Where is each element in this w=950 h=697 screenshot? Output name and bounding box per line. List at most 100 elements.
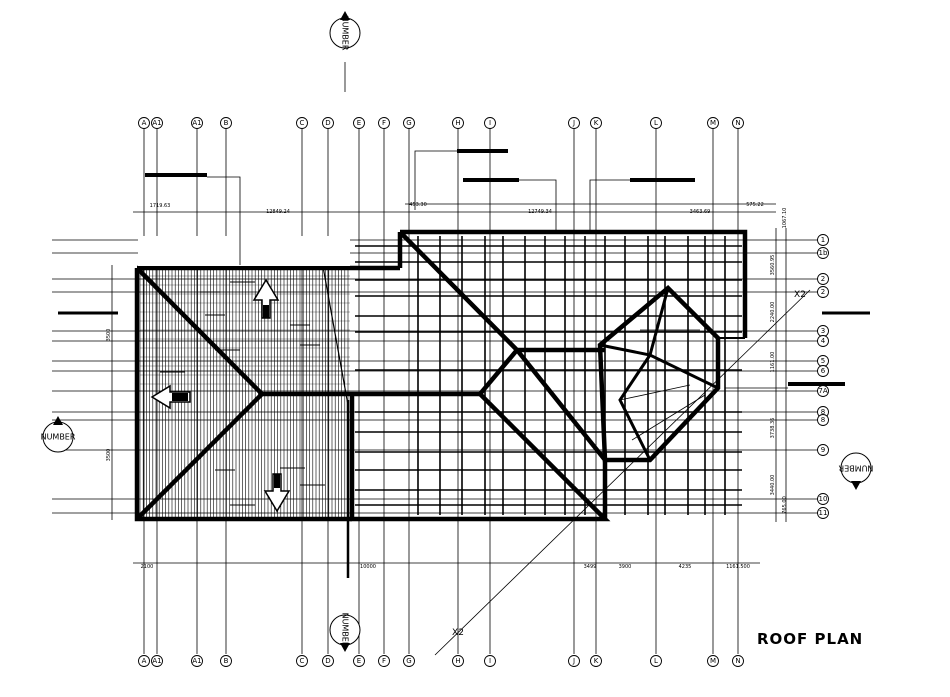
dim-bottom-3: 3499	[584, 564, 597, 570]
grid-column-label: B	[224, 657, 229, 665]
grid-column-bubble	[403, 655, 415, 667]
dimension-line-right: 1067.10 3560.95 2240.00 1161.00 3738.36 …	[770, 208, 788, 522]
grid-lines	[52, 129, 820, 654]
grid-row-bubble	[817, 335, 829, 347]
grid-column-bubble	[220, 117, 232, 129]
grid-row-bubble	[817, 365, 829, 377]
grid-column-bubble	[353, 655, 365, 667]
grid-column-label: L	[654, 657, 658, 665]
section-cut-lines: X2 X2	[58, 62, 870, 656]
grid-column-bubble	[296, 117, 308, 129]
section-marker-bottom: NUMBER	[329, 613, 361, 652]
grid-column-bubble	[650, 117, 662, 129]
dim-top-3: 453.30	[409, 202, 427, 208]
dim-right-5: 3738.36	[770, 418, 776, 439]
grid-row-label: 11	[819, 509, 828, 517]
grid-column-bubble	[452, 117, 464, 129]
grid-column-label: C	[300, 657, 305, 665]
grid-column-bubble	[151, 655, 163, 667]
dim-top-4: 12749.34	[528, 209, 552, 215]
section-marker-left: NUMBER	[41, 416, 76, 453]
grid-column-bubble	[590, 655, 602, 667]
grid-column-bubble	[484, 117, 496, 129]
dim-right-7: 765.00	[782, 496, 788, 514]
annotation-leaders	[207, 150, 788, 389]
grid-column-label: E	[357, 119, 361, 127]
dim-right-3: 2240.00	[770, 302, 776, 323]
grid-column-label: J	[572, 119, 575, 127]
grid-row-label: 4	[821, 337, 826, 345]
dim-top-5: 3463.69	[690, 209, 711, 215]
grid-column-label: A1	[152, 657, 161, 665]
section-marker-right: NUMBER	[838, 452, 873, 490]
grid-column-label: M	[710, 119, 716, 127]
grid-row-label: 6	[821, 367, 826, 375]
grid-row-label: 8	[821, 408, 825, 416]
grid-column-label: D	[325, 657, 330, 665]
grid-column-label: G	[406, 119, 411, 127]
grid-column-label: A1	[192, 119, 201, 127]
roof-purlins-left	[160, 281, 325, 506]
slope-arrow-left	[150, 384, 191, 410]
annotation-label-bars	[145, 149, 845, 386]
grid-row-label: 8	[821, 416, 825, 424]
grid-row-label: 1	[821, 236, 825, 244]
grid-column-label: C	[300, 119, 305, 127]
grid-column-label: I	[489, 119, 491, 127]
dim-left-1: 3500	[106, 329, 112, 342]
dimension-line-bottom: 2100 10000 3499 3900 4235 1161.500	[133, 562, 760, 570]
grid-row-bubble	[817, 286, 829, 298]
grid-row-bubble	[817, 414, 829, 426]
dim-top-1: 1719.63	[150, 203, 171, 209]
grid-column-label: I	[489, 657, 491, 665]
right-framed-roof	[138, 229, 748, 522]
grid-column-label: H	[455, 657, 460, 665]
grid-column-label: A1	[152, 119, 161, 127]
grid-row-label: 2	[821, 275, 825, 283]
section-marker-left-label: NUMBER	[41, 433, 76, 442]
grid-column-label: N	[735, 657, 740, 665]
grid-row-label: 2	[821, 288, 825, 296]
grid-column-bubble	[732, 117, 744, 129]
grid-row-label: 5	[821, 357, 825, 365]
grid-row-bubble	[817, 247, 829, 259]
dim-right-4: 1161.00	[770, 352, 776, 373]
drawing-title: ROOF PLAN	[757, 630, 863, 648]
grid-column-label: A1	[192, 657, 201, 665]
grid-column-bubble	[378, 117, 390, 129]
grid-column-bubble	[138, 655, 150, 667]
grid-column-label: F	[382, 119, 386, 127]
grid-column-bubble	[296, 655, 308, 667]
dim-top-6: 575.22	[746, 202, 764, 208]
grid-column-label: E	[357, 657, 361, 665]
grid-column-bubble	[568, 117, 580, 129]
grid-row-bubble	[817, 507, 829, 519]
grid-row-label: 9	[821, 446, 825, 454]
grid-column-label: A	[142, 657, 147, 665]
roof-framing-grid	[138, 236, 742, 515]
grid-column-bubble	[322, 655, 334, 667]
grid-column-bubble	[151, 117, 163, 129]
dim-bottom-4: 3900	[619, 564, 632, 570]
dim-right-1: 1067.10	[782, 208, 788, 229]
dim-bottom-6: 1161.500	[726, 564, 750, 570]
cut-label-bottom: X2	[452, 628, 464, 638]
grid-row-bubble	[817, 493, 829, 505]
grid-column-label: A	[142, 119, 147, 127]
grid-column-bubble	[707, 117, 719, 129]
slope-arrow-up	[252, 278, 280, 319]
grid-row-bubble	[817, 273, 829, 285]
grid-column-bubble	[452, 655, 464, 667]
left-hip-roof	[134, 249, 480, 522]
grid-row-bubble	[817, 444, 829, 456]
dim-right-6: 3440.00	[770, 475, 776, 496]
grid-column-bubble	[220, 655, 232, 667]
dim-top-2: 12849.24	[266, 209, 290, 215]
grid-column-bubble	[484, 655, 496, 667]
grid-column-label: M	[710, 657, 716, 665]
dim-bottom-5: 4235	[679, 564, 692, 570]
grid-column-label: L	[654, 119, 658, 127]
